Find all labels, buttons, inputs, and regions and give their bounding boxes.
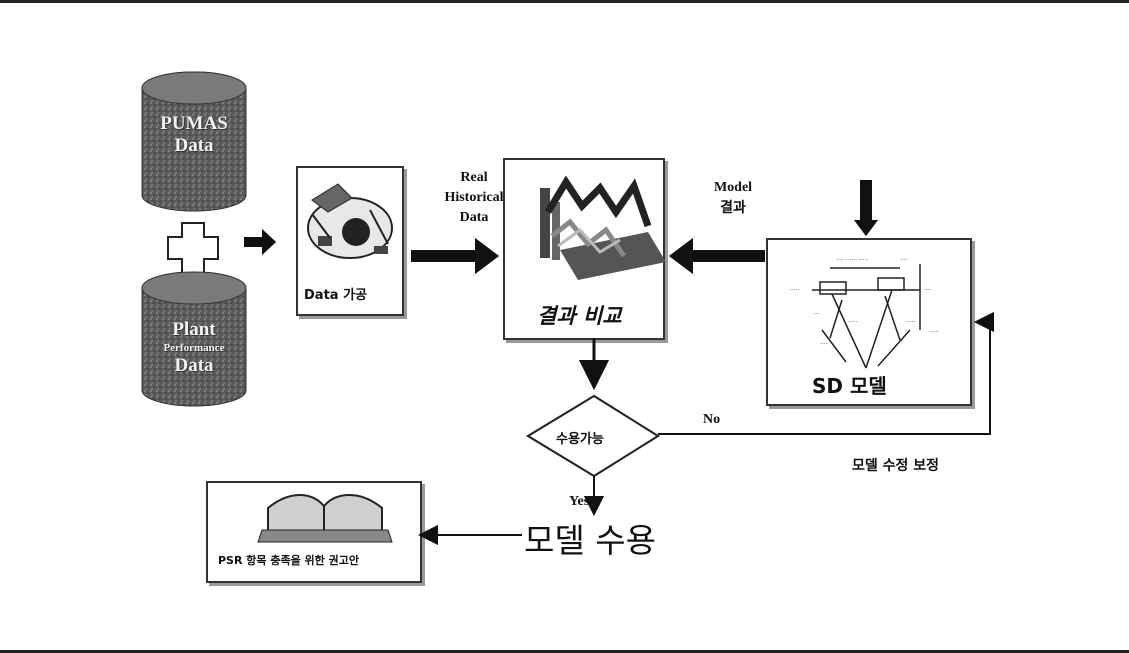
model-fix-label: 모델 수정 보정 xyxy=(852,455,939,475)
psr-label: PSR 항목 충족을 위한 권고안 xyxy=(218,552,359,568)
plant-performance-label: Plant Performance Data xyxy=(142,320,246,376)
pumas-label-line2: Data xyxy=(142,135,246,157)
model-result-line1: Model xyxy=(688,178,778,198)
decision-no-label: No xyxy=(703,412,720,428)
sd-model-label: SD 모델 xyxy=(812,370,887,399)
decision-label: 수용가능 xyxy=(556,428,604,447)
decision-yes-label: Yes xyxy=(569,494,589,510)
plant-label-line1: Plant xyxy=(142,320,246,340)
pumas-label-line1: PUMAS xyxy=(142,113,246,135)
pumas-data-label: PUMAS Data xyxy=(142,113,246,157)
model-accept-label: 모델 수용 xyxy=(524,514,656,562)
result-compare-label: 결과 비교 xyxy=(537,300,622,330)
data-process-label: Data 가공 xyxy=(304,284,367,303)
plant-label-line3: Data xyxy=(142,356,246,376)
real-historical-line3: Data xyxy=(414,208,534,228)
real-historical-line1: Real xyxy=(414,168,534,188)
plant-label-line2: Performance xyxy=(142,340,246,356)
model-result-line2: 결과 xyxy=(688,198,778,218)
real-historical-line2: Historical xyxy=(414,188,534,208)
model-result-label: Model 결과 xyxy=(688,178,778,218)
real-historical-data-label: Real Historical Data xyxy=(414,168,534,228)
